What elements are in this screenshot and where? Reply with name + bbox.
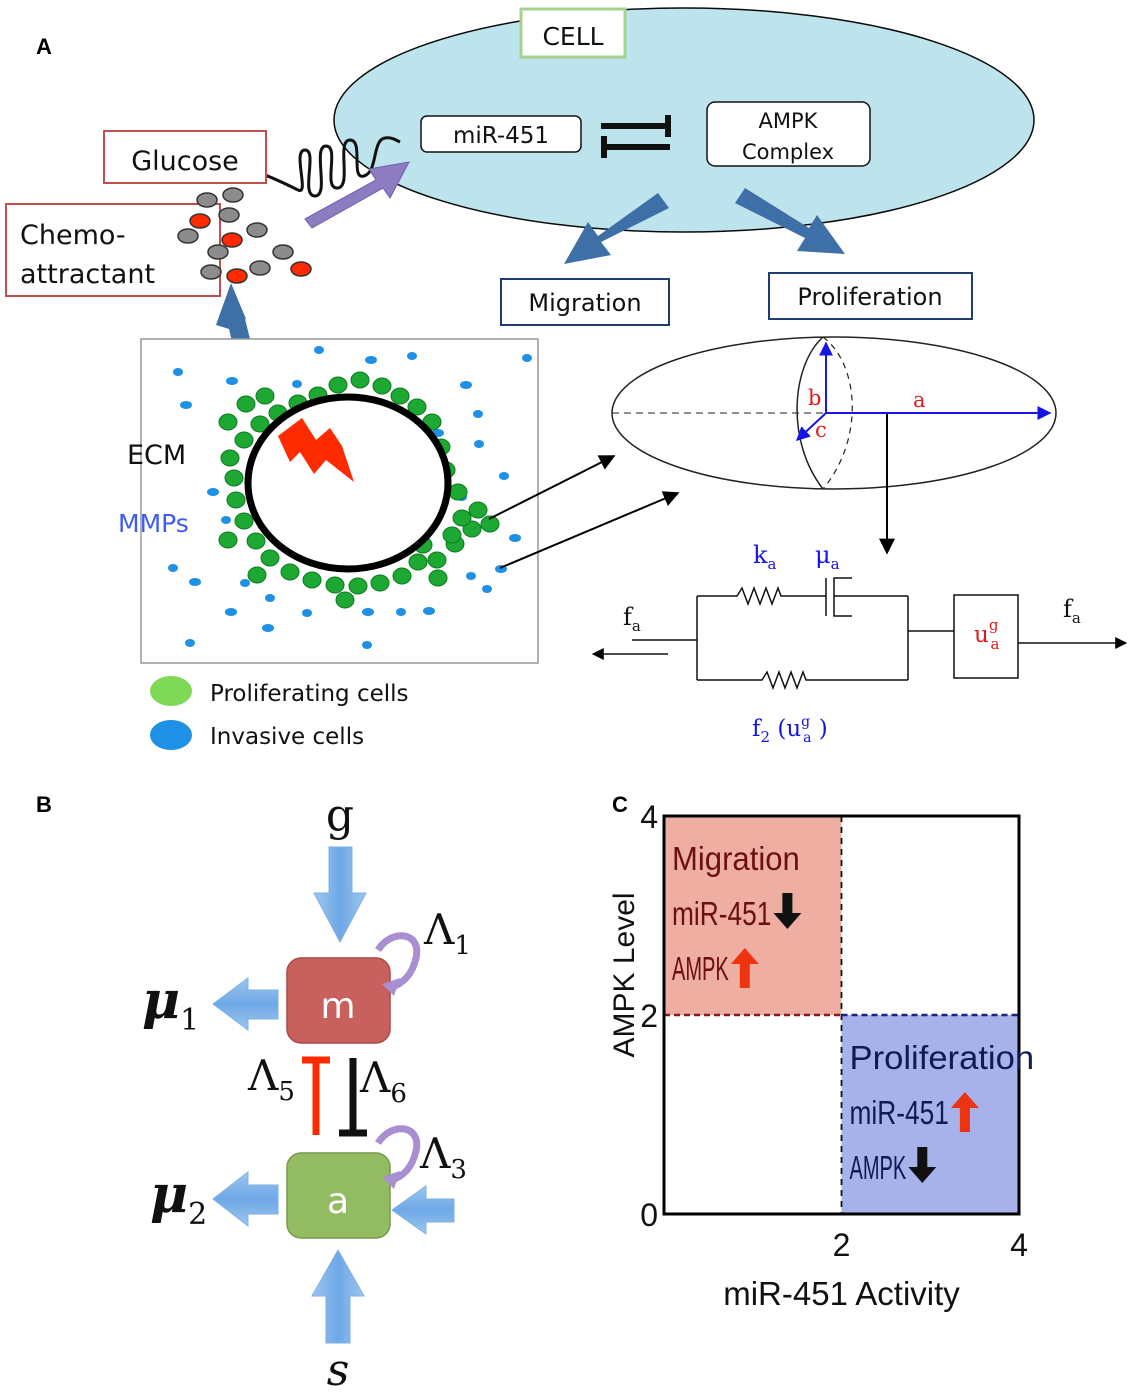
panel-label-a: A xyxy=(36,34,52,59)
mir451-box: miR-451 xyxy=(420,115,582,153)
x-tick-label: 4 xyxy=(1010,1227,1028,1263)
decay-m-arrow xyxy=(212,977,279,1031)
invasive-cells xyxy=(168,346,532,649)
input-g-arrow xyxy=(313,846,367,944)
lambda5-label: Λ5 xyxy=(247,1051,295,1107)
legend-swatch-proliferating xyxy=(150,676,192,706)
region-proliferation-arrow-up xyxy=(950,1092,979,1132)
region-migration-text-1: miR-451 xyxy=(672,895,771,932)
input-s-label: s xyxy=(327,1345,350,1392)
glucose-entry-arrow xyxy=(304,161,410,229)
proliferation-box: Proliferation xyxy=(768,272,973,320)
panel-label-b: B xyxy=(36,792,52,817)
ellipsoid-diagram: a b c xyxy=(611,336,1057,490)
tumor-boundary xyxy=(244,393,452,573)
region-proliferation-text-1: miR-451 xyxy=(850,1094,949,1131)
axis-a-label: a xyxy=(913,388,926,412)
chemoattractant-box: Chemo- attractant xyxy=(5,203,221,297)
node-a-label: a xyxy=(327,1181,349,1222)
self-loop-a xyxy=(375,1125,421,1185)
cell-title-box: CELL xyxy=(519,7,627,59)
y-axis-label: AMPK Level xyxy=(608,892,641,1057)
ampk-box: AMPK Complex xyxy=(706,101,871,167)
cell-title: CELL xyxy=(542,22,603,51)
region-migration-arrow-down xyxy=(773,893,802,929)
chemo-label-2: attractant xyxy=(20,259,155,290)
chemo-label-1: Chemo- xyxy=(20,220,126,251)
axis-c xyxy=(795,412,827,441)
legend-label-invasive: Invasive cells xyxy=(210,724,364,750)
region-migration-text-2: AMPK xyxy=(672,950,729,987)
lightning-bolt xyxy=(278,418,354,482)
glucose-box: Glucose xyxy=(103,130,267,184)
self-loop-a-head xyxy=(382,1171,400,1189)
region-proliferation-text-2: AMPK xyxy=(850,1149,907,1186)
phase-chart: 0 2 4 2 4 miR-451 Activity AMPK Level Migration… xyxy=(608,799,1034,1312)
molecule-dots xyxy=(177,187,312,284)
x-tick-label: 2 xyxy=(833,1227,851,1263)
self-loop-m-head xyxy=(382,978,400,996)
proliferation-arrow xyxy=(735,188,845,254)
legend: Proliferating cells Invasive cells xyxy=(150,676,409,750)
decay-a-arrow xyxy=(212,1170,279,1228)
region-migration-text-0: Migration xyxy=(672,840,800,877)
migration-box: Migration xyxy=(500,278,670,326)
inhibition-a-on-m xyxy=(302,1056,330,1135)
mir451-label: miR-451 xyxy=(453,123,549,149)
ampk-label-2: Complex xyxy=(742,140,834,164)
input-g-label: g xyxy=(326,790,354,841)
input-side-arrow xyxy=(391,1185,455,1235)
force-left-label: fa xyxy=(623,603,641,635)
force-right-label: fa xyxy=(1063,595,1081,627)
pointer-arrow-2 xyxy=(499,491,680,569)
x-axis-label: miR-451 Activity xyxy=(723,1275,960,1312)
node-m-label: m xyxy=(320,986,355,1027)
mu1-label: μ1 xyxy=(142,970,199,1038)
spring-k-label: ka xyxy=(753,541,777,573)
axis-b-label: b xyxy=(808,386,821,410)
lambda1-label: Λ1 xyxy=(423,905,471,961)
pointer-arrow-1 xyxy=(488,455,616,520)
legend-label-proliferating: Proliferating cells xyxy=(210,681,409,707)
migration-arrow xyxy=(564,193,669,264)
region-proliferation xyxy=(841,1015,1019,1214)
cell-body xyxy=(333,7,1035,233)
mmps-label: MMPs xyxy=(118,509,189,538)
region-proliferation-arrow-down xyxy=(908,1147,937,1183)
plot-frame xyxy=(662,814,1021,1216)
node-m xyxy=(286,957,391,1044)
inhibition-m-on-a xyxy=(339,1058,367,1137)
self-loop-m xyxy=(375,932,421,992)
migration-label: Migration xyxy=(528,289,641,317)
y-tick-label: 4 xyxy=(640,799,658,835)
ampk-label-1: AMPK xyxy=(759,109,819,133)
region-migration xyxy=(664,816,842,1015)
glucose-label: Glucose xyxy=(131,146,239,177)
node-a xyxy=(286,1152,391,1239)
panel-label-c: C xyxy=(612,792,628,817)
lambda6-label: Λ6 xyxy=(359,1053,407,1109)
input-s-arrow xyxy=(311,1248,365,1344)
lambda3-label: Λ3 xyxy=(419,1129,467,1185)
legend-swatch-invasive xyxy=(150,720,192,750)
region-proliferation-text-0: Proliferation xyxy=(850,1039,1035,1076)
ecm-label: ECM xyxy=(127,440,186,471)
mutual-inhibition-symbol xyxy=(601,115,671,158)
receptor-squiggle xyxy=(255,136,401,198)
mu2-label: μ2 xyxy=(150,1164,207,1232)
region-migration-arrow-up xyxy=(730,948,759,988)
axis-c-label: c xyxy=(815,418,827,442)
dashpot-mu-label: μa xyxy=(815,541,840,573)
y-tick-label: 2 xyxy=(640,998,658,1034)
proliferation-label: Proliferation xyxy=(797,283,942,311)
mechanics-diagram xyxy=(591,577,1128,691)
y-tick-label: 0 xyxy=(640,1197,658,1233)
